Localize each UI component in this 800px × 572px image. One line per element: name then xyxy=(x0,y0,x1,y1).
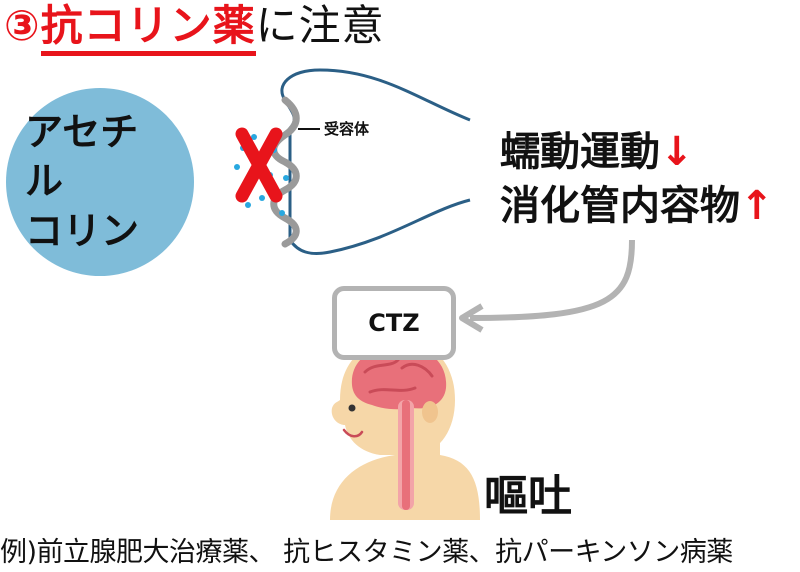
vomiting-label: 嘔吐 xyxy=(484,471,572,522)
title-number: ③ xyxy=(4,1,41,50)
flow-arrow-head xyxy=(459,303,484,333)
example-drugs: 例)前立腺肥大治療薬、 抗ヒスタミン薬、抗パーキンソン病薬 xyxy=(0,537,733,568)
effect-gi-contents: 消化管内容物↑ xyxy=(500,186,774,226)
up-arrow-icon: ↑ xyxy=(740,183,774,229)
receptor-label: 受容体 xyxy=(324,120,370,138)
page-title: ③抗コリン薬に注意 xyxy=(4,1,385,56)
cell-outline xyxy=(280,68,471,255)
effect-peristalsis-text: 蠕動運動 xyxy=(500,129,660,175)
receptor-membrane xyxy=(270,96,300,248)
flow-arrow xyxy=(469,239,635,321)
acetylcholine-line2: コリン xyxy=(25,208,140,253)
human-head-brain-icon xyxy=(330,340,480,520)
title-highlight: 抗コリン薬 xyxy=(40,1,256,56)
effect-gi-contents-text: 消化管内容物 xyxy=(500,183,740,229)
down-arrow-icon: ↓ xyxy=(660,129,694,175)
acetylcholine-circle: アセチル コリン xyxy=(6,88,194,276)
ctz-box: CTZ xyxy=(332,286,456,360)
effect-peristalsis: 蠕動運動↓ xyxy=(500,132,694,172)
title-rest: に注意 xyxy=(255,1,385,50)
red-x-icon xyxy=(235,127,283,203)
acetylcholine-line1: アセチル xyxy=(25,109,139,204)
